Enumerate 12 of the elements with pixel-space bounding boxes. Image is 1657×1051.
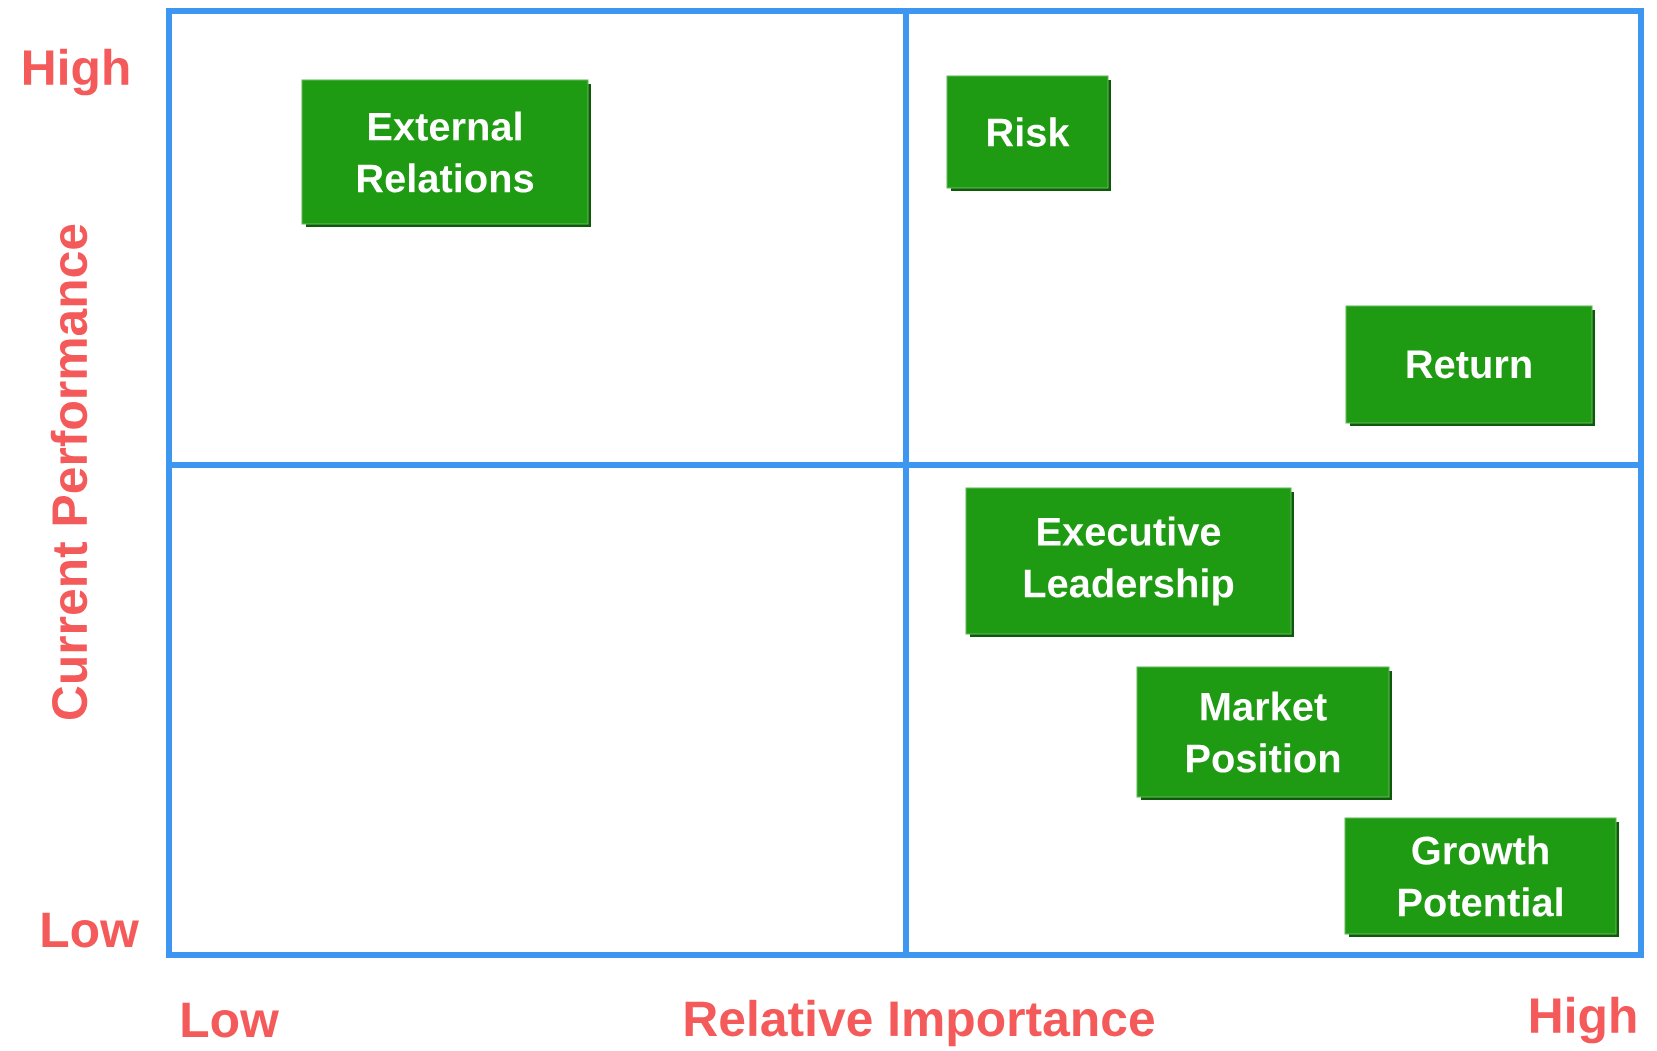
item-box: Risk — [946, 75, 1111, 191]
axis-label: Low — [42, 912, 139, 948]
axis-label: Low — [182, 1002, 279, 1038]
axis-label: High — [24, 48, 129, 96]
item-box: Executive Leadership — [965, 487, 1294, 637]
axis-label: Current Performance — [50, 224, 88, 720]
item-box: Growth Potential — [1344, 817, 1619, 937]
axis-label: Relative Importance — [685, 999, 1154, 1047]
item-box: Return — [1345, 305, 1595, 426]
item-box: Market Position — [1136, 666, 1392, 800]
axis-label: High — [1531, 996, 1636, 1044]
item-box: External Relations — [301, 79, 591, 227]
